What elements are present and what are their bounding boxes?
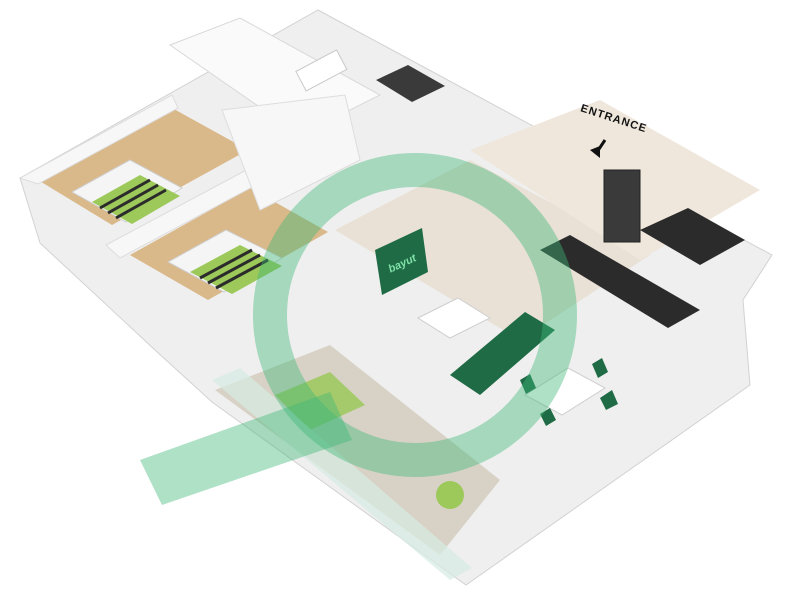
sofa	[450, 312, 555, 395]
bed-1-stripe	[99, 178, 151, 210]
dining-chair	[520, 374, 536, 394]
dining-chair	[600, 390, 618, 410]
balcony-table	[275, 372, 365, 430]
tv-unit	[375, 228, 428, 295]
washer-counter	[376, 65, 445, 102]
bed-2-stripe	[199, 248, 253, 280]
dining-chair	[540, 408, 556, 426]
fridge	[603, 169, 641, 243]
bedroom-1-wall	[18, 94, 179, 185]
living-room-floor	[335, 160, 650, 340]
bed-2-stripe	[215, 258, 269, 290]
bed-1-cover	[92, 175, 180, 224]
kitchen-counter-back	[640, 208, 745, 265]
balcony-glass-railing	[212, 368, 472, 580]
watermark-logo-tail	[140, 392, 352, 505]
wardrobe-block	[221, 94, 361, 211]
dining-chair	[592, 358, 608, 378]
bed-2-stripe	[207, 253, 261, 285]
coffee-table	[416, 297, 492, 339]
entrance-arrow-icon	[590, 139, 607, 158]
bed-1-stripe	[115, 188, 167, 220]
balcony-chair	[436, 481, 464, 509]
watermark-logo-icon	[253, 153, 577, 477]
kitchen-island	[540, 235, 700, 328]
bathtub	[295, 49, 348, 92]
bed-1-stripe	[107, 183, 159, 215]
